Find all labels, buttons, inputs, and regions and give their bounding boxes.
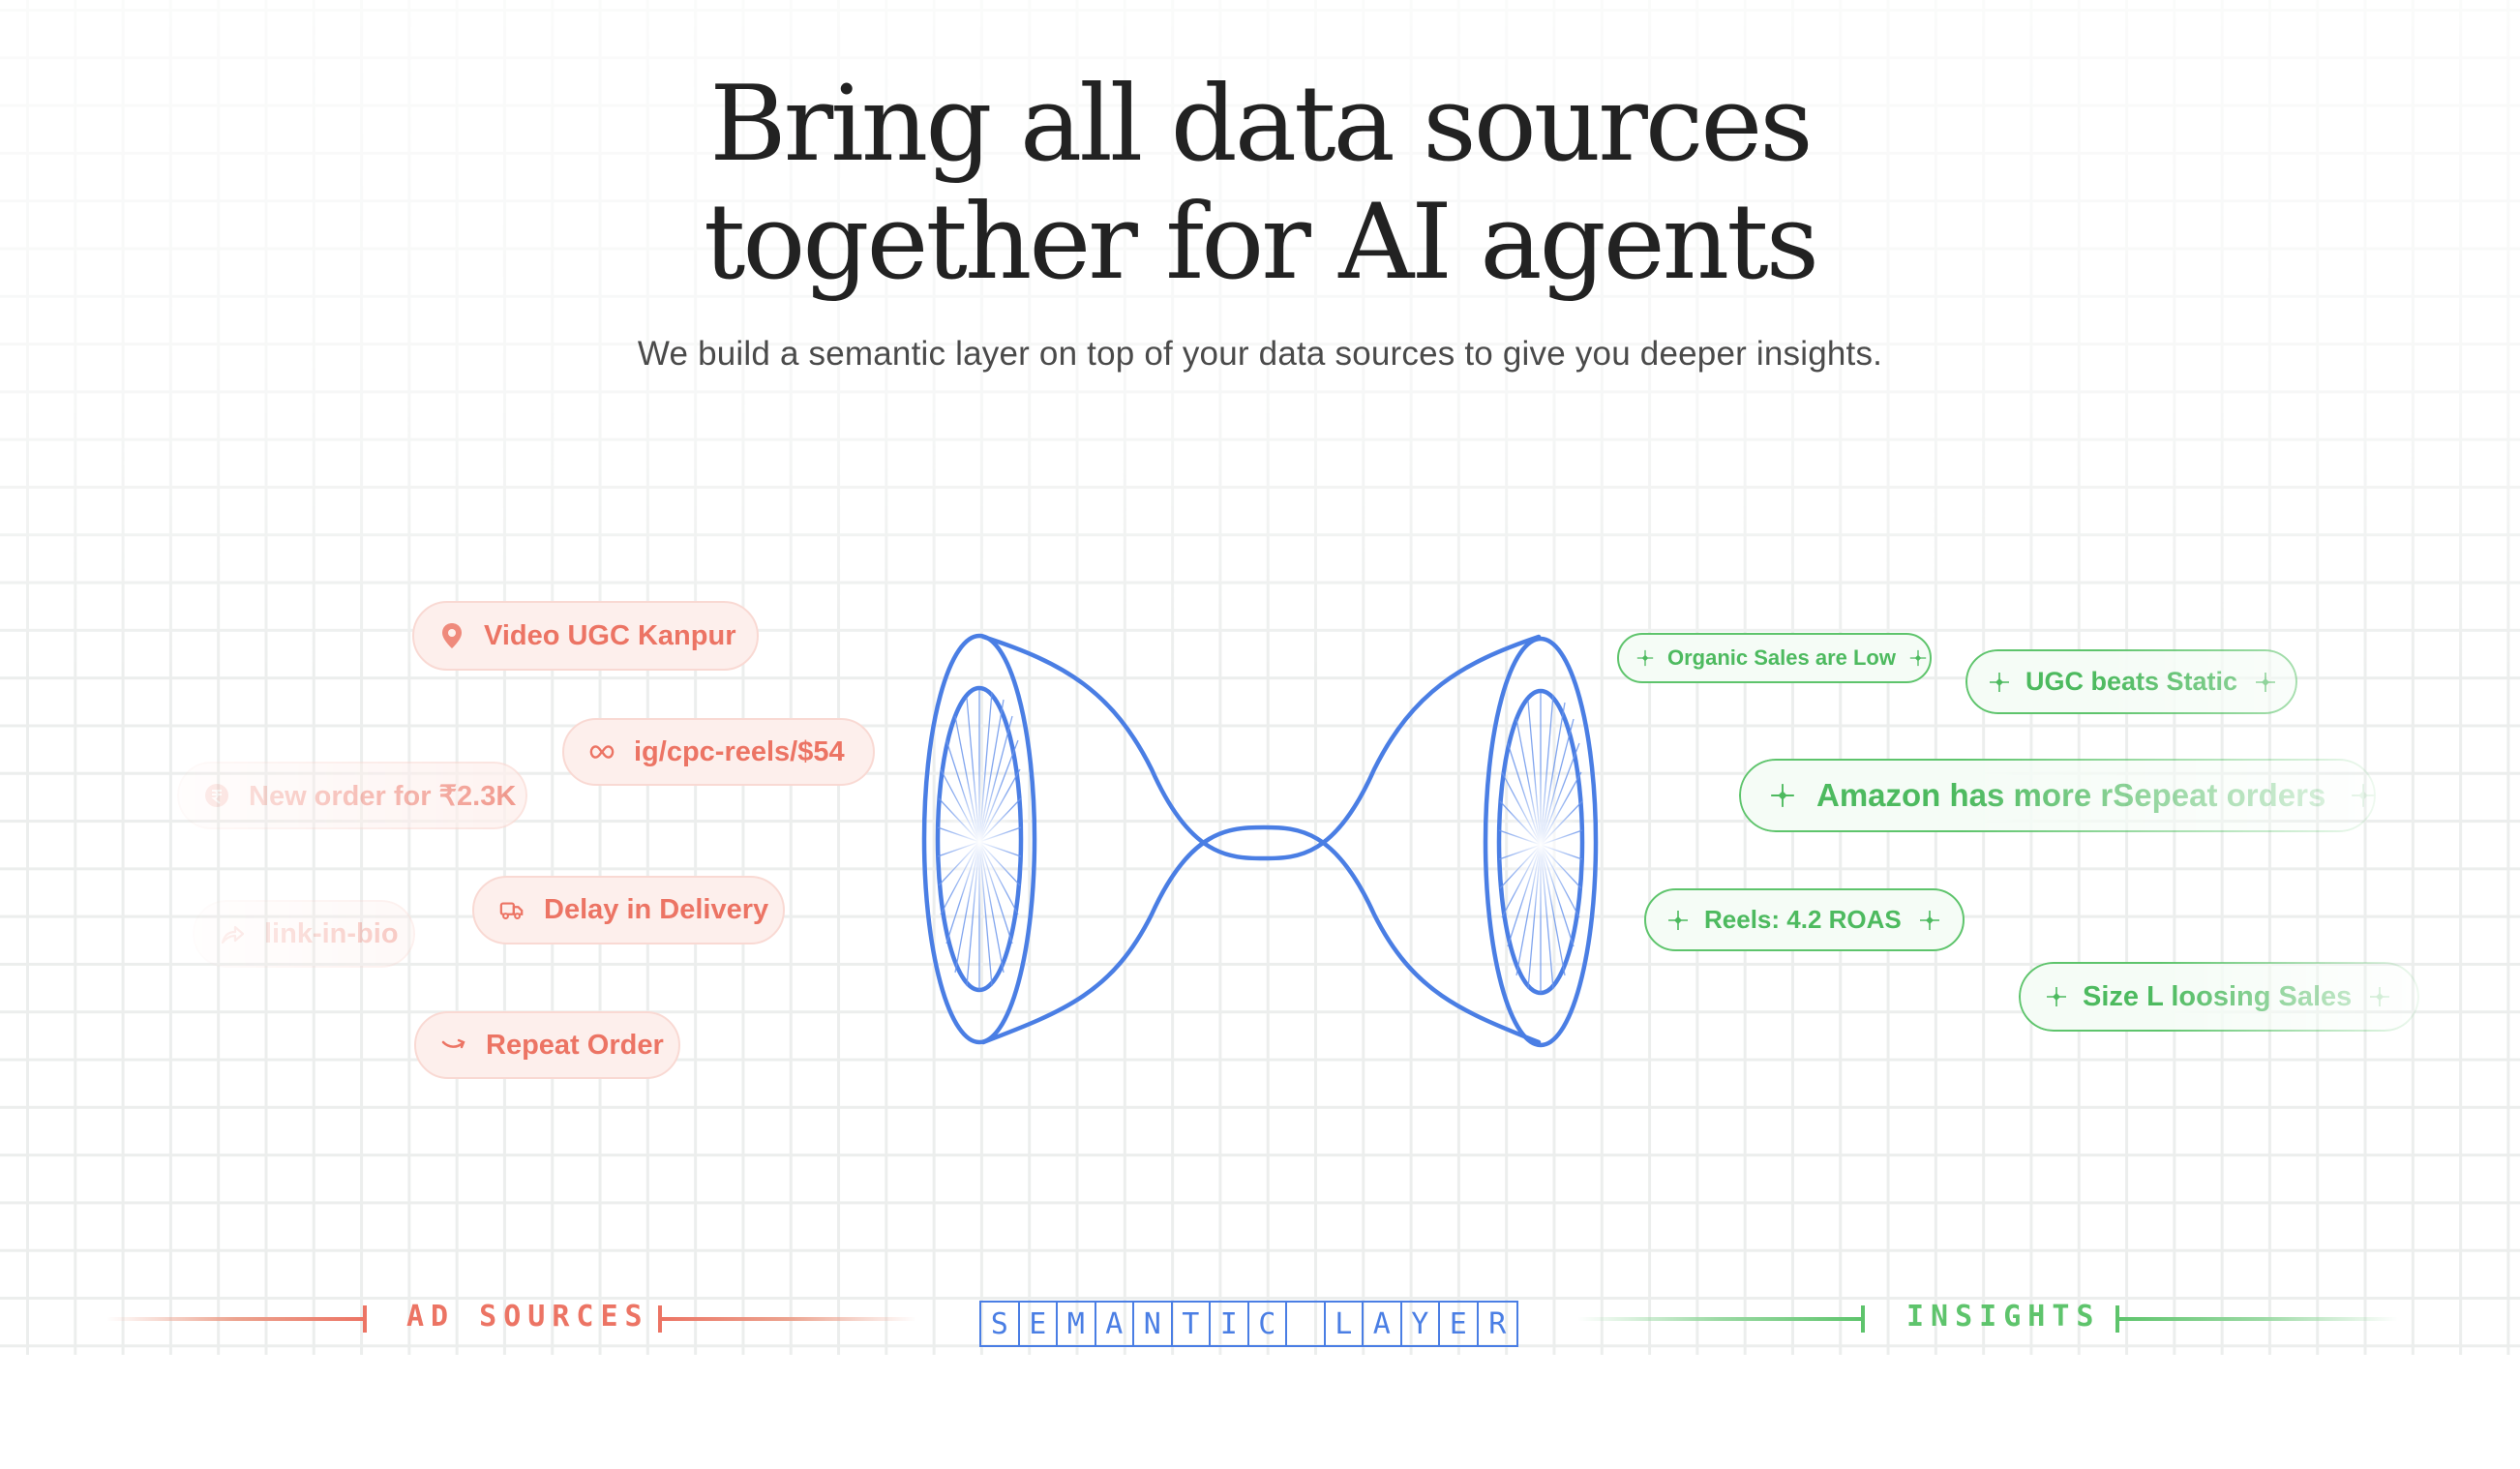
semantic-letter: E — [1440, 1303, 1479, 1345]
semantic-letter: C — [1249, 1303, 1287, 1345]
sparkle-icon — [1919, 910, 1940, 931]
semantic-letter: A — [1096, 1303, 1134, 1345]
source-pill-label: Repeat Order — [486, 1029, 664, 1061]
sparkle-icon — [2351, 783, 2376, 808]
source-pill-video-ugc: Video UGC Kanpur — [412, 601, 759, 671]
source-pill-label: Video UGC Kanpur — [484, 619, 736, 651]
semantic-letter — [1287, 1303, 1326, 1345]
source-pill-label: link-in-bio — [264, 917, 399, 949]
page-subtitle: We build a semantic layer on top of your… — [637, 335, 1883, 373]
semantic-letter: Y — [1402, 1303, 1440, 1345]
page-title: Bring all data sources together for AI a… — [0, 66, 2520, 302]
ad-sources-right-line — [660, 1317, 916, 1321]
source-pill-link-in-bio: link-in-bio — [193, 900, 415, 968]
sparkle-icon — [1909, 649, 1927, 667]
insights-left-bar — [1861, 1305, 1865, 1333]
sparkle-icon — [2046, 986, 2067, 1007]
source-pill-ig-cpc-reels: ig/cpc-reels/$54 — [562, 718, 875, 786]
meta-infinity-icon — [589, 739, 615, 764]
insight-pill-ugc-static: UGC beats Static — [1965, 649, 2297, 714]
amazon-smile-icon — [441, 1033, 466, 1058]
insight-pill-organic-sales: Organic Sales are Low — [1617, 633, 1932, 683]
semantic-letter: A — [1364, 1303, 1402, 1345]
ad-sources-label: AD SOURCES — [406, 1300, 649, 1334]
source-pill-label: Delay in Delivery — [544, 894, 769, 925]
semantic-letter: I — [1211, 1303, 1249, 1345]
title-line-1: Bring all data sources — [709, 64, 1813, 185]
semantic-letter: N — [1134, 1303, 1173, 1345]
ad-sources-left-line — [106, 1317, 365, 1321]
sparkle-icon — [1989, 672, 2010, 693]
sparkle-icon — [2369, 986, 2390, 1007]
semantic-layer-funnel-diagram — [921, 633, 1599, 1048]
semantic-letter: S — [981, 1303, 1020, 1345]
semantic-letter: R — [1488, 1306, 1507, 1341]
sparkle-icon — [2255, 672, 2276, 693]
insight-pill-label: Size L loosing Sales — [2083, 980, 2353, 1012]
map-pin-icon — [439, 623, 465, 648]
share-arrow-icon — [220, 921, 245, 946]
sparkle-icon — [1636, 649, 1654, 667]
source-pill-repeat-order: Repeat Order — [414, 1011, 680, 1079]
source-pill-delay-delivery: Delay in Delivery — [472, 876, 785, 944]
semantic-letter: T — [1173, 1303, 1211, 1345]
source-pill-label: ig/cpc-reels/$54 — [634, 735, 845, 767]
insights-right-line — [2117, 1317, 2398, 1321]
insight-pill-label: Amazon has more rSepeat orders — [1816, 777, 2326, 813]
truck-icon — [499, 898, 525, 923]
insight-pill-label: Reels: 4.2 ROAS — [1704, 905, 1902, 934]
semantic-letter: E — [1020, 1303, 1058, 1345]
semantic-letter: M — [1058, 1303, 1096, 1345]
source-pill-label: New order for ₹2.3K — [249, 780, 517, 812]
insight-pill-label: UGC beats Static — [2025, 667, 2238, 696]
semantic-layer-label: S E M A N T I C L A Y E R — [979, 1301, 1518, 1347]
insight-pill-reels-roas: Reels: 4.2 ROAS — [1644, 888, 1965, 951]
sparkle-icon — [1667, 910, 1689, 931]
source-pill-new-order: New order for ₹2.3K — [177, 762, 527, 829]
insight-pill-label: Organic Sales are Low — [1667, 645, 1896, 670]
rupee-icon — [204, 783, 229, 808]
semantic-letter: L — [1326, 1303, 1364, 1345]
ad-sources-left-bar — [363, 1305, 367, 1333]
insight-pill-amazon-repeat: Amazon has more rSepeat orders — [1739, 759, 2376, 832]
sparkle-icon — [1770, 783, 1795, 808]
insights-label: INSIGHTS — [1906, 1300, 2101, 1334]
title-line-2: together for AI agents — [703, 182, 1819, 303]
insights-left-line — [1577, 1317, 1863, 1321]
insight-pill-size-l: Size L loosing Sales — [2019, 962, 2419, 1032]
